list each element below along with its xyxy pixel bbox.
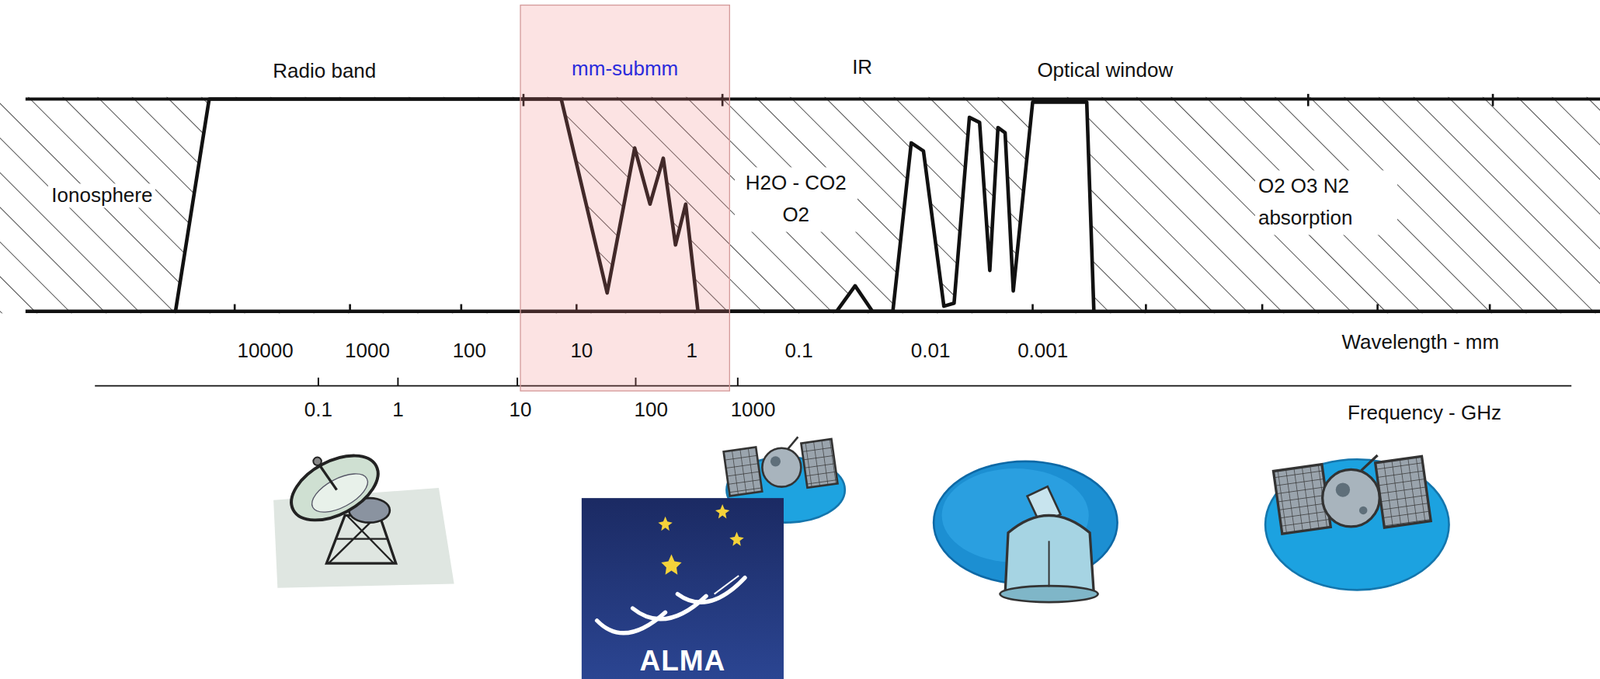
- wavelength-value: 0.001: [1017, 338, 1068, 363]
- logo-text: ALMA: [639, 644, 726, 679]
- band-title: mm-submm: [571, 57, 679, 81]
- absorber-label: O2 O3 N2 absorption: [1255, 170, 1398, 235]
- axis-ticks: [234, 93, 1493, 312]
- wavelength-value: 0.1: [785, 338, 814, 363]
- frequency-value: 1000: [730, 398, 776, 423]
- axis-title: Frequency - GHz: [1347, 400, 1502, 425]
- axis-title: Wavelength - mm: [1341, 330, 1500, 355]
- wavelength-value: 10: [570, 338, 593, 363]
- band-label: Optical window: [1036, 58, 1173, 83]
- wavelength-value: 1000: [344, 338, 390, 363]
- radio-dish-icon: [273, 441, 455, 588]
- wavelength-value: 100: [452, 338, 487, 363]
- highlight-band: mm-submm: [520, 5, 730, 392]
- frequency-value: 1: [392, 398, 404, 423]
- highlight-band: [520, 5, 730, 392]
- frequency-value: 10: [509, 398, 533, 423]
- band-label: Radio band: [272, 59, 376, 84]
- satellite-icon: [1265, 455, 1449, 590]
- absorption-hatching: [0, 97, 1600, 314]
- logo-box: ALMA: [581, 497, 784, 679]
- frequency-axis: [94, 385, 1572, 387]
- observatory-icon: [933, 461, 1117, 602]
- frequency-value: 100: [633, 398, 668, 423]
- wavelength-value: 1: [686, 338, 698, 363]
- frequency-value: 0.1: [304, 398, 333, 423]
- absorber-label: Ionosphere: [48, 184, 156, 209]
- absorber-label: H2O - CO2 O2: [734, 166, 858, 232]
- alma-logo: [581, 497, 784, 679]
- wavelength-value: 0.01: [911, 338, 951, 363]
- band-label: IR: [852, 55, 873, 80]
- wavelength-value: 10000: [236, 338, 293, 363]
